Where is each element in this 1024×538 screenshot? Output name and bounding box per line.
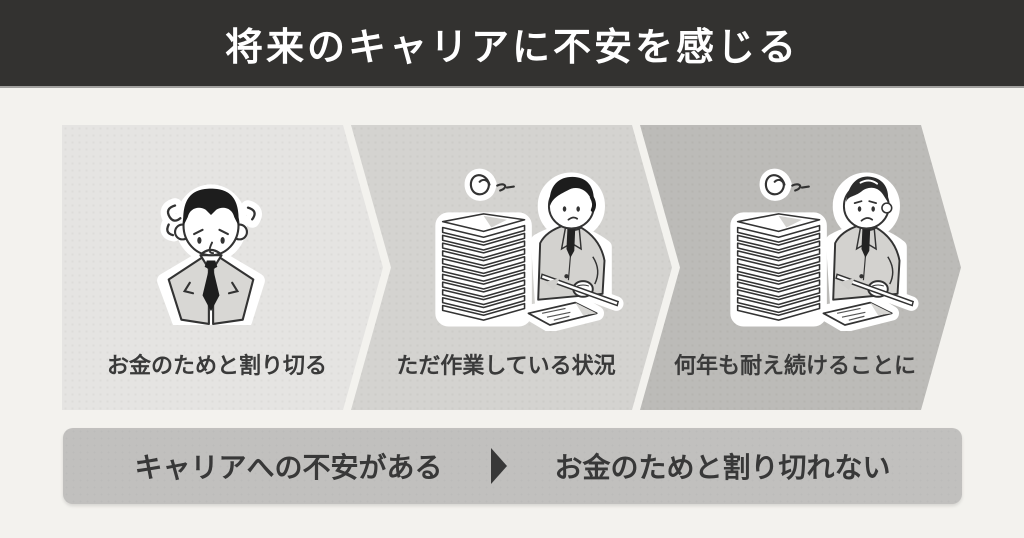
- thought-scribble-icon: [469, 174, 515, 196]
- conclusion-left-text: キャリアへの不安がある: [134, 452, 443, 483]
- paper-stack: [736, 213, 821, 321]
- step-panel-3: 何年も耐え続けることに: [640, 125, 961, 410]
- header-bar: 将来のキャリアに不安を感じる: [0, 0, 1024, 88]
- document: [822, 301, 893, 326]
- worried-office-worker-illustration: [157, 184, 265, 325]
- man-working-paper-stack-illustration: [435, 168, 624, 331]
- suit: [167, 252, 255, 325]
- tie: [202, 260, 220, 312]
- ear: [881, 202, 893, 214]
- conclusion-right-text: お金のためと割り切れない: [554, 452, 891, 483]
- pen: [540, 273, 620, 307]
- thought-scribble-icon: [764, 174, 810, 196]
- step-label-3: 何年も耐え続けることに: [673, 353, 916, 378]
- tie: [566, 227, 576, 258]
- step-label-1: お金のためと割り切る: [106, 353, 327, 378]
- page-title: 将来のキャリアに不安を感じる: [224, 26, 799, 69]
- paper-stack: [441, 213, 526, 321]
- step-label-2: ただ作業している状況: [396, 353, 616, 378]
- step-panel-1: お金のためと割り切る: [62, 125, 383, 410]
- worried-face: [182, 188, 240, 257]
- right-arrow-icon: [490, 448, 507, 484]
- tie: [861, 227, 871, 258]
- document: [527, 301, 598, 326]
- sweat-drops-icon: [166, 204, 256, 237]
- conclusion-bar: キャリアへの不安がある お金のためと割り切れない: [63, 428, 962, 504]
- hair: [549, 176, 594, 207]
- step-panel-2: ただ作業している状況: [351, 125, 672, 410]
- hair: [183, 188, 239, 226]
- pen: [835, 273, 915, 307]
- older-man-enduring-paper-stack-illustration: [730, 168, 919, 331]
